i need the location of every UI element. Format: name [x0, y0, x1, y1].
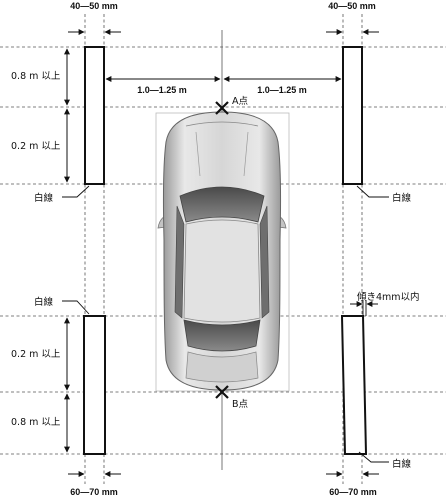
bottom-right-width-label: 60—70 mm [329, 487, 377, 497]
hood-lines [195, 131, 249, 177]
car-top-view [155, 111, 290, 392]
callout-top-left [62, 185, 90, 198]
white-line-top-left-label: 白線 [34, 192, 54, 204]
left-side-window [174, 205, 185, 319]
roof [183, 219, 261, 323]
right-span-label: 1.0—1.25 m [257, 85, 307, 95]
tilt-indicator [350, 300, 378, 316]
left-span-label: 1.0—1.25 m [137, 85, 187, 95]
point-b-label: B点 [232, 399, 249, 410]
trunk [185, 351, 259, 383]
right-side-window [259, 205, 270, 319]
top-left-width-label: 40—50 mm [70, 1, 118, 11]
callout-bottom-left [62, 300, 90, 315]
white-line-top-right-label: 白線 [392, 192, 412, 204]
white-line-bottom-right-tilted [340, 315, 368, 455]
white-line-top-right [342, 46, 363, 185]
tilt-note-label: 傾き4mm以内 [357, 291, 420, 303]
windshield [179, 186, 265, 223]
white-line-bottom-left [83, 315, 106, 455]
bottom-left-width-label: 60—70 mm [70, 487, 118, 497]
rear-near-label: 0.2 m 以上 [11, 349, 61, 360]
top-right-width-label: 40—50 mm [328, 1, 376, 11]
front-near-label: 0.2 m 以上 [11, 141, 61, 152]
point-b-marker [215, 385, 229, 399]
front-far-label: 0.8 m 以上 [11, 71, 61, 82]
callout-bottom-right [358, 451, 389, 463]
rear-far-label: 0.8 m 以上 [11, 417, 61, 428]
white-line-bottom-right-label: 白線 [392, 458, 412, 470]
white-line-bottom-left-label: 白線 [34, 296, 54, 308]
point-a-marker [215, 101, 229, 115]
hood-crease [185, 121, 259, 127]
callout-top-right [356, 185, 389, 198]
white-line-top-left [84, 46, 105, 185]
point-a-label: A点 [232, 96, 248, 107]
rear-window [183, 319, 261, 352]
